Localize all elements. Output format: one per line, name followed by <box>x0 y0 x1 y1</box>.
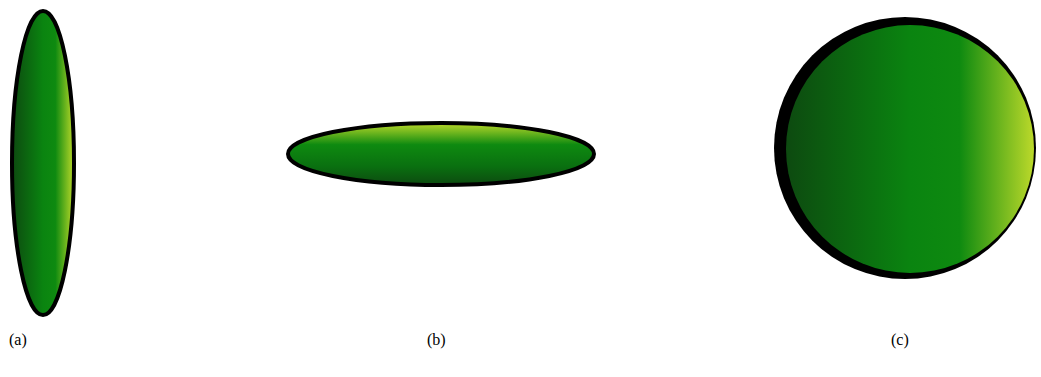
horizontal-ellipse <box>288 123 594 185</box>
panel-label: (a) <box>9 332 27 348</box>
circle-outline <box>774 17 1036 279</box>
panel-label: (c) <box>891 332 909 348</box>
circle-disc <box>786 25 1034 273</box>
panel-label: (b) <box>427 332 446 348</box>
vertical-ellipse <box>12 11 74 315</box>
